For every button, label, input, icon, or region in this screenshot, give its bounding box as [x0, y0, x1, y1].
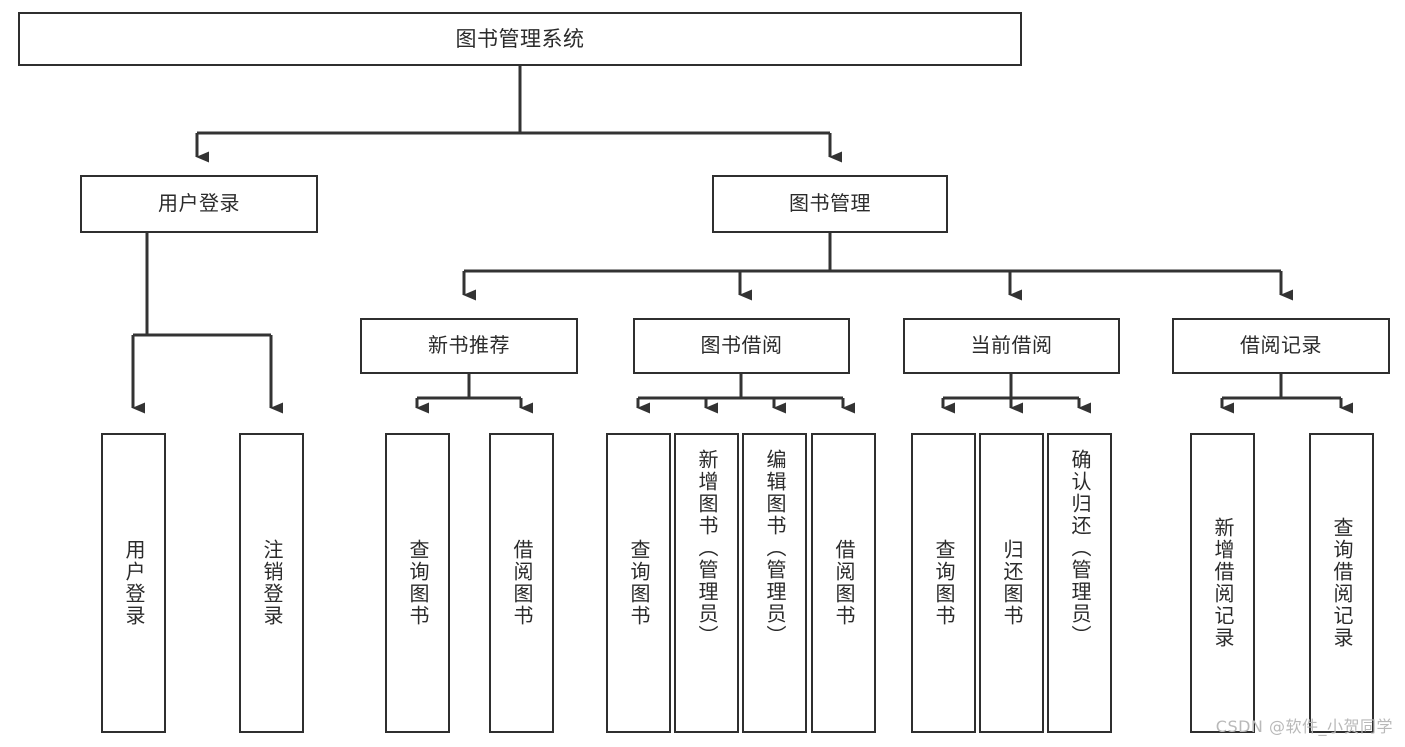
- node-leaf-confirm-return[interactable]: 确认归还（管理员）: [1047, 433, 1112, 733]
- node-leaf-query-book-2-label: 查询图书: [627, 539, 651, 627]
- node-current-borrow[interactable]: 当前借阅: [903, 318, 1120, 374]
- node-leaf-confirm-return-label: 确认归还（管理员）: [1068, 449, 1092, 647]
- node-leaf-user-login[interactable]: 用户登录: [101, 433, 166, 733]
- watermark-text: CSDN @软件_小贺同学: [1215, 717, 1393, 736]
- node-leaf-add-record[interactable]: 新增借阅记录: [1190, 433, 1255, 733]
- node-leaf-query-book-1-label: 查询图书: [406, 539, 430, 627]
- node-borrow-record-label: 借阅记录: [1240, 333, 1322, 358]
- node-leaf-borrow-book-2-label: 借阅图书: [832, 539, 856, 627]
- node-leaf-user-logout-label: 注销登录: [260, 539, 284, 627]
- node-leaf-query-book-2[interactable]: 查询图书: [606, 433, 671, 733]
- node-leaf-query-record-label: 查询借阅记录: [1330, 517, 1354, 649]
- node-borrow-record[interactable]: 借阅记录: [1172, 318, 1390, 374]
- node-leaf-return-book-label: 归还图书: [1000, 539, 1024, 627]
- node-book-manage[interactable]: 图书管理: [712, 175, 948, 233]
- node-root[interactable]: 图书管理系统: [18, 12, 1022, 66]
- node-new-book-recommend-label: 新书推荐: [428, 333, 510, 358]
- node-leaf-add-book-label: 新增图书（管理员）: [695, 449, 719, 647]
- node-leaf-query-book-1[interactable]: 查询图书: [385, 433, 450, 733]
- node-book-borrow-label: 图书借阅: [700, 333, 783, 358]
- node-leaf-return-book[interactable]: 归还图书: [979, 433, 1044, 733]
- node-current-borrow-label: 当前借阅: [970, 333, 1053, 358]
- node-new-book-recommend[interactable]: 新书推荐: [360, 318, 578, 374]
- node-leaf-user-logout[interactable]: 注销登录: [239, 433, 304, 733]
- node-book-manage-label: 图书管理: [789, 191, 871, 216]
- node-leaf-query-book-3-label: 查询图书: [932, 539, 956, 627]
- node-root-label: 图书管理系统: [455, 26, 585, 51]
- node-leaf-query-record[interactable]: 查询借阅记录: [1309, 433, 1374, 733]
- node-book-borrow[interactable]: 图书借阅: [633, 318, 850, 374]
- node-leaf-borrow-book-1[interactable]: 借阅图书: [489, 433, 554, 733]
- node-leaf-add-record-label: 新增借阅记录: [1211, 517, 1235, 649]
- node-leaf-user-login-label: 用户登录: [122, 539, 146, 627]
- node-leaf-borrow-book-1-label: 借阅图书: [510, 539, 534, 627]
- node-leaf-query-book-3[interactable]: 查询图书: [911, 433, 976, 733]
- node-leaf-borrow-book-2[interactable]: 借阅图书: [811, 433, 876, 733]
- node-leaf-add-book[interactable]: 新增图书（管理员）: [674, 433, 739, 733]
- node-leaf-edit-book[interactable]: 编辑图书（管理员）: [742, 433, 807, 733]
- node-user-login-label: 用户登录: [158, 191, 240, 216]
- node-leaf-edit-book-label: 编辑图书（管理员）: [763, 449, 787, 647]
- node-user-login[interactable]: 用户登录: [80, 175, 318, 233]
